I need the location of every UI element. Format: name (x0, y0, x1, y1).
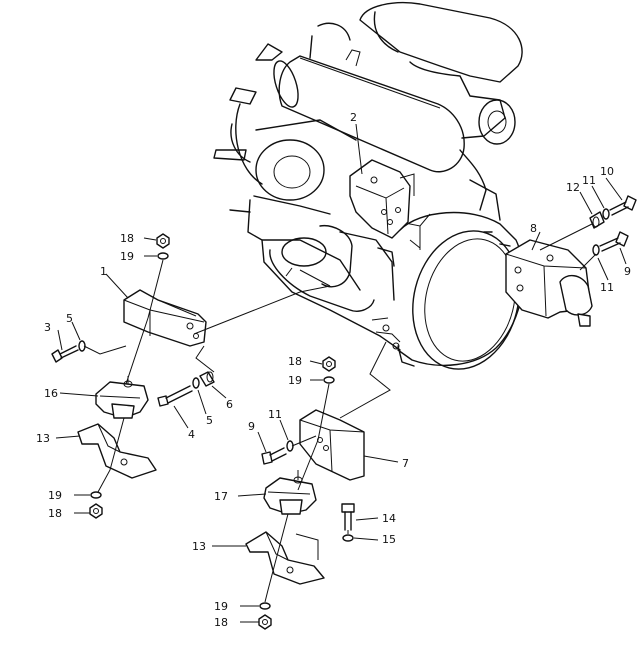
engine-assembly (213, 1, 524, 370)
nut-18-c (89, 503, 103, 519)
label-7: 7 (402, 457, 409, 470)
leader-lines (55, 123, 627, 623)
nut-18-a (156, 233, 170, 249)
bolt-14 (341, 503, 355, 531)
label-9-a: 9 (248, 420, 255, 433)
label-18-c: 18 (48, 507, 62, 520)
label-19-a: 19 (120, 250, 134, 263)
washer-19-c (90, 491, 102, 499)
label-16: 16 (44, 387, 58, 400)
label-5-a: 5 (66, 312, 73, 325)
bolt-9-a (261, 447, 287, 465)
label-17: 17 (214, 490, 228, 503)
washer-19-b (323, 376, 335, 384)
label-18-a: 18 (120, 232, 134, 245)
label-10: 10 (600, 165, 614, 178)
part-1-front-bracket (123, 289, 207, 347)
part-17-mount-rubber (263, 470, 317, 515)
label-2: 2 (350, 111, 357, 124)
part-16-mount-rubber (95, 376, 149, 419)
part-7-bracket (299, 409, 365, 481)
part-13-lower-bracket-right (245, 531, 325, 585)
washer-5-b (192, 377, 200, 389)
label-4: 4 (188, 428, 195, 441)
label-11-b: 11 (582, 174, 596, 187)
bolt-10 (609, 195, 637, 216)
bolt-4 (157, 385, 193, 407)
label-11-a: 11 (268, 408, 282, 421)
label-12: 12 (566, 181, 580, 194)
part-13-lower-bracket-left (77, 423, 157, 479)
label-19-d: 19 (214, 600, 228, 613)
part-8-rear-bracket (505, 239, 593, 327)
washer-19-d (259, 602, 271, 610)
collar-6 (199, 371, 215, 387)
washer-11-b (602, 208, 610, 220)
washer-19-a (157, 252, 169, 260)
nut-18-d (258, 614, 272, 630)
label-9-b: 9 (624, 265, 631, 278)
assembly-lines (83, 223, 597, 603)
callout-labels: 2 18 19 1 5 3 16 13 4 5 6 8 10 11 12 9 1… (36, 111, 631, 629)
label-14: 14 (382, 512, 396, 525)
label-3: 3 (44, 321, 51, 334)
washer-15 (342, 534, 354, 542)
label-18-d: 18 (214, 616, 228, 629)
part-2-bracket (349, 159, 415, 239)
label-15: 15 (382, 533, 396, 546)
label-13-b: 13 (192, 540, 206, 553)
label-13-a: 13 (36, 432, 50, 445)
label-11-c: 11 (600, 281, 614, 294)
label-1: 1 (100, 265, 107, 278)
label-6: 6 (226, 398, 233, 411)
bolt-9-b (599, 231, 629, 252)
label-19-b: 19 (288, 374, 302, 387)
washer-11-c (592, 244, 600, 256)
label-5-b: 5 (206, 414, 213, 427)
nut-18-b (322, 356, 336, 372)
label-8: 8 (530, 222, 537, 235)
bolt-3 (51, 345, 79, 363)
label-19-c: 19 (48, 489, 62, 502)
collar-12 (589, 211, 605, 229)
label-18-b: 18 (288, 355, 302, 368)
